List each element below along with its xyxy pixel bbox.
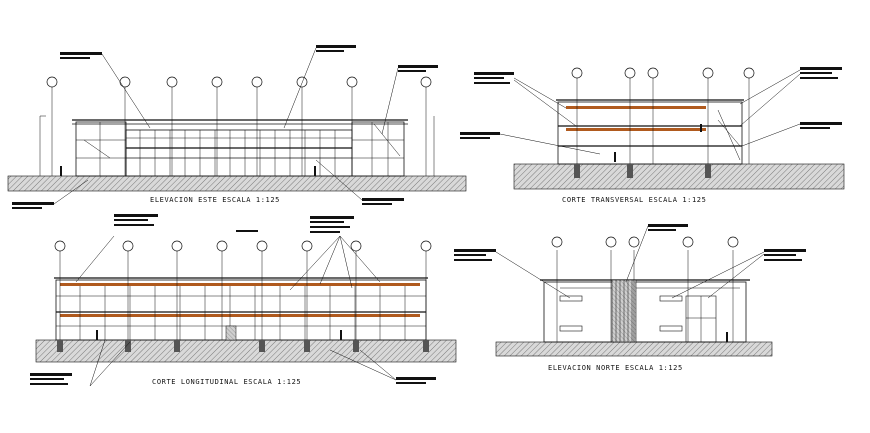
ground-band <box>7 175 467 192</box>
corte-longitudinal-drawing: CORTE LONGITUDINAL ESCALA 1:125 <box>30 214 457 387</box>
elevacion-este-drawing: ELEVACION ESTE ESCALA 1:125 <box>7 45 467 209</box>
title-elevacion-norte: ELEVACION NORTE ESCALA 1:125 <box>548 364 683 372</box>
corte-transversal-drawing: CORTE TRANSVERSAL ESCALA 1:125 <box>460 67 845 204</box>
elevacion-norte-drawing: ELEVACION NORTE ESCALA 1:125 <box>454 224 806 372</box>
title-elevacion-este: ELEVACION ESTE ESCALA 1:125 <box>150 196 280 204</box>
title-corte-transversal: CORTE TRANSVERSAL ESCALA 1:125 <box>562 196 706 204</box>
title-corte-longitudinal: CORTE LONGITUDINAL ESCALA 1:125 <box>152 378 301 386</box>
